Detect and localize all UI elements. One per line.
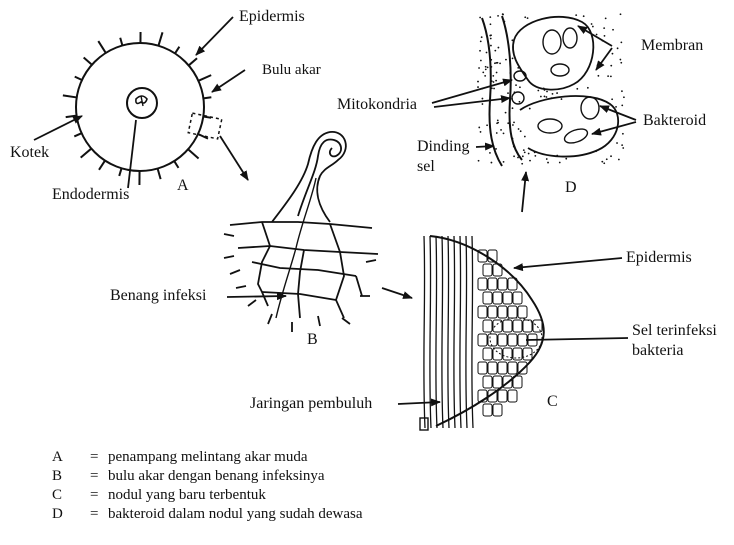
arrow-benang-infeksi [227,296,286,297]
line-endodermis [128,120,136,188]
label-jaringan-pembuluh: Jaringan pembuluh [250,396,372,412]
legend-row: B= bulu akar dengan benang infeksinya [52,467,363,486]
arrow-membran-2 [596,48,612,70]
label-bulu-akar: Bulu akar [262,62,321,78]
arrow-c-to-d [522,172,526,212]
label-panel-a: A [177,178,189,194]
legend-key: B [52,467,90,486]
legend-row: C= nodul yang baru terbentuk [52,486,363,505]
legend-text: bulu akar dengan benang infeksinya [108,467,325,486]
stele-icon [127,88,157,118]
arrow-jaringan-pembuluh [398,402,440,404]
arrow-detail-to-b [220,136,248,180]
legend-text: bakteroid dalam nodul yang sudah dewasa [108,505,363,524]
arrow-membran-1 [578,26,612,46]
legend-eq: = [90,467,102,486]
label-membran: Membran [641,38,703,54]
arrow-epidermis-c [514,258,622,268]
legend-eq: = [90,448,102,467]
arrow-epidermis-a [196,17,233,55]
label-endodermis: Endodermis [52,187,129,203]
legend-key: A [52,448,90,467]
legend-text: penampang melintang akar muda [108,448,308,467]
legend-key: D [52,505,90,524]
label-dinding-sel: Dinding sel [417,137,469,177]
legend-eq: = [90,505,102,524]
figure-c-pointers [398,172,628,404]
line-sel-terinfeksi [526,338,628,340]
label-panel-c: C [547,394,558,410]
vascular-tissue [424,236,473,428]
figure-a-root-cross-section [63,32,222,185]
label-mitokondria: Mitokondria [337,97,417,113]
legend-eq: = [90,486,102,505]
label-bakteroid: Bakteroid [643,113,706,129]
label-kotek: Kotek [10,145,49,161]
root-hairs [63,32,211,185]
label-sel-terinfeksi: Sel terinfeksi bakteria [632,321,717,361]
arrow-bulu-akar [212,70,245,92]
label-panel-d: D [565,180,577,196]
arrow-dinding-sel [476,146,494,147]
figure-c-nodule [420,236,544,430]
legend-text: nodul yang baru terbentuk [108,486,266,505]
figure-b-root-hair [224,132,378,332]
label-epidermis-a: Epidermis [239,9,305,25]
legend: A=penampang melintang akar muda B=bulu a… [52,448,363,524]
figure-d-bacteroids [477,13,625,166]
legend-row: A= penampang melintang akar muda [52,448,363,467]
arrow-bakteroid-2 [592,122,636,134]
label-epidermis-c: Epidermis [626,250,692,266]
arrow-b-to-c [382,288,412,298]
legend-row: D= bakteroid dalam nodul yang sudah dewas… [52,505,363,524]
label-panel-b: B [307,332,318,348]
label-benang-infeksi: Benang infeksi [110,288,206,304]
legend-key: C [52,486,90,505]
